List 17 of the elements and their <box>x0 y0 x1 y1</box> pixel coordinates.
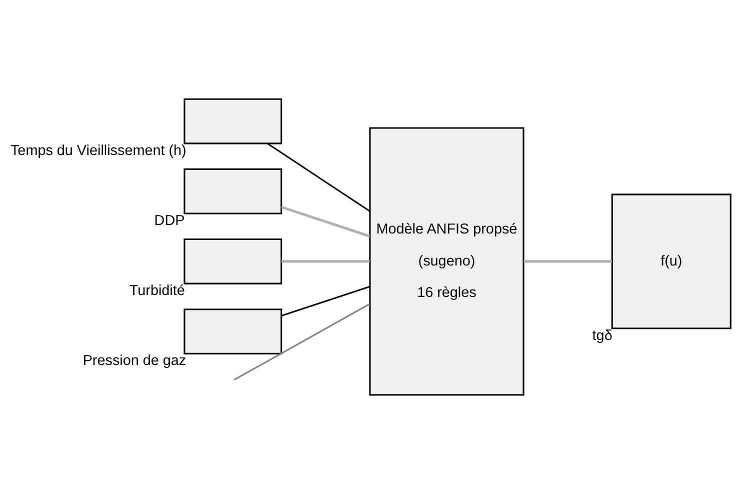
node-label: DDP <box>154 212 185 229</box>
node-box <box>184 308 282 354</box>
connector <box>524 260 612 262</box>
node-box: Modèle ANFIS propsé (sugeno) 16 règles <box>369 126 524 396</box>
node-label: tgδ <box>592 327 612 344</box>
node-box: f(u) <box>611 193 732 329</box>
node-box <box>184 168 282 214</box>
node-label: Temps du Vieillissement (h) <box>10 142 186 158</box>
node-label: Pression de gaz <box>82 352 186 369</box>
connector <box>234 302 370 380</box>
connector <box>281 205 370 237</box>
node-box <box>184 238 282 284</box>
connector <box>281 260 370 262</box>
node-box <box>184 98 282 144</box>
connector <box>267 142 370 212</box>
node-label: Turbidité <box>129 282 185 299</box>
connector <box>281 285 370 316</box>
